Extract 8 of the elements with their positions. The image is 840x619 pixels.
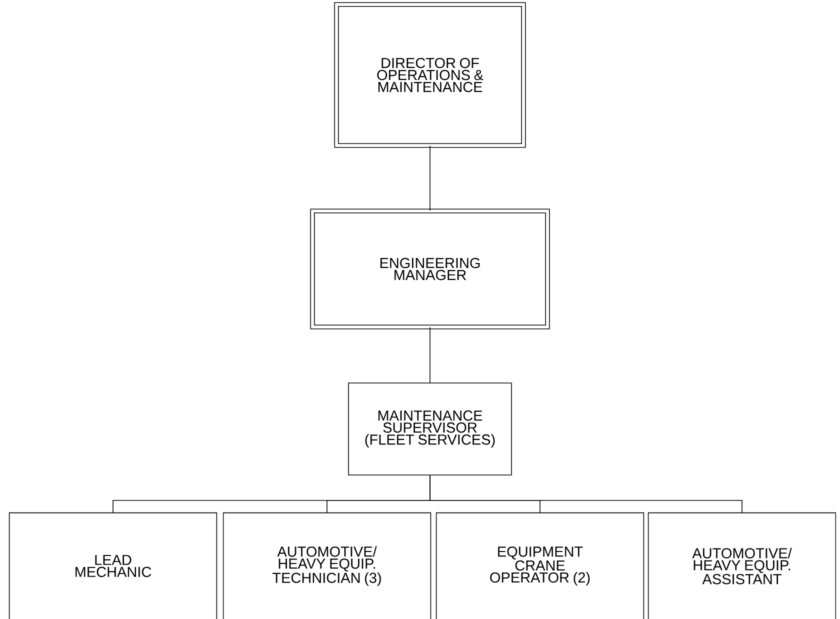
- position-box: DIRECTOR OF OPERATIONS & MAINTENANCE: [334, 2, 526, 148]
- position-box: ENGINEERING MANAGER: [310, 208, 550, 330]
- connector-line: [430, 475, 742, 514]
- position-box: AUTOMOTIVE/ HEAVY EQUIP. ASSISTANT: [648, 512, 836, 619]
- position-box: LEAD MECHANIC: [8, 512, 218, 619]
- position-box: EQUIPMENT CRANE OPERATOR (2): [436, 512, 644, 619]
- position-box: AUTOMOTIVE/ HEAVY EQUIP. TECHNICIAN (3): [222, 512, 432, 619]
- position-box: MAINTENANCE SUPERVISOR (FLEET SERVICES): [348, 382, 512, 476]
